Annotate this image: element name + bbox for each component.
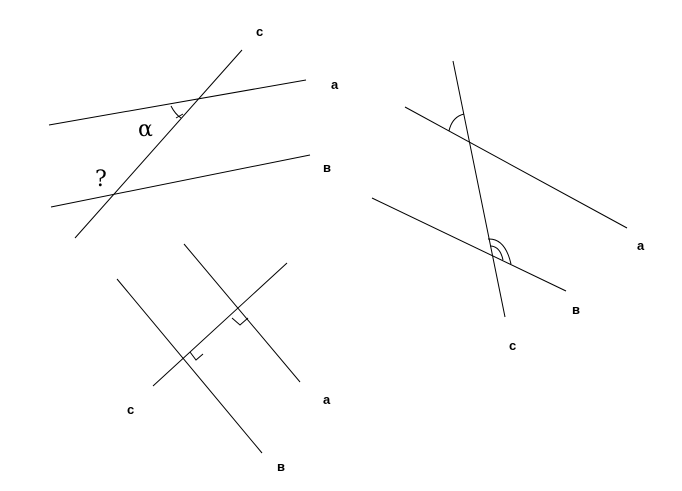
fig2-angle-mark-top bbox=[448, 113, 465, 132]
fig1-label-b: в bbox=[323, 160, 331, 175]
fig2-angle-mark-bottom-outer bbox=[487, 238, 512, 265]
figure-3: c a в bbox=[116, 243, 331, 474]
fig1-line-c bbox=[74, 49, 243, 239]
fig2-label-c: c bbox=[509, 338, 516, 353]
fig3-right-angle-mark-b bbox=[189, 351, 204, 361]
fig3-label-b: в bbox=[277, 459, 285, 474]
fig1-angle-unknown-label: ? bbox=[95, 167, 107, 192]
fig2-line-b bbox=[371, 197, 567, 292]
fig2-line-a bbox=[404, 106, 628, 229]
fig2-label-b: в bbox=[572, 302, 580, 317]
fig3-label-a: a bbox=[323, 392, 331, 407]
fig1-angle-tick bbox=[175, 113, 184, 119]
fig1-label-c: c bbox=[256, 24, 263, 39]
fig1-angle-mark bbox=[170, 105, 182, 119]
fig2-line-c bbox=[452, 60, 506, 318]
fig1-label-a: a bbox=[331, 77, 339, 92]
fig3-line-b bbox=[116, 278, 263, 454]
fig1-line-a bbox=[48, 79, 307, 126]
fig1-angle-alpha-label: α bbox=[138, 117, 153, 142]
fig3-label-c: c bbox=[127, 402, 134, 417]
figure-1: α ? c a в bbox=[48, 24, 339, 239]
figure-2: a в c bbox=[371, 60, 645, 353]
fig2-angle-mark-bottom-inner bbox=[489, 245, 504, 261]
fig1-line-b bbox=[50, 154, 311, 208]
fig3-line-a bbox=[183, 243, 301, 383]
fig3-line-c bbox=[152, 262, 288, 387]
fig2-label-a: a bbox=[637, 238, 645, 253]
fig3-right-angle-mark-a bbox=[231, 317, 249, 326]
